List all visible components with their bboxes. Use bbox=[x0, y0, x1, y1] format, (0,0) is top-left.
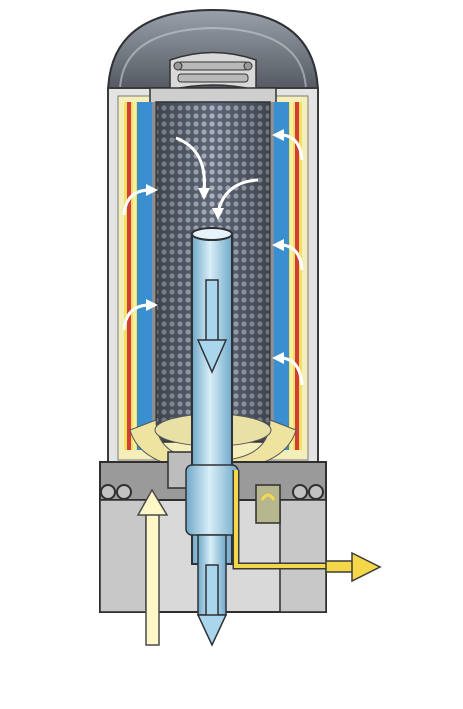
clean-outlet-arrow bbox=[196, 279, 228, 647]
inner-flow-arrows bbox=[175, 136, 259, 213]
right-arrow-head-3 bbox=[272, 352, 284, 364]
side-drain-arrow bbox=[351, 551, 382, 583]
inlet-arrow bbox=[136, 488, 169, 646]
arrow-head-2 bbox=[212, 208, 224, 220]
top-bracket bbox=[149, 51, 277, 107]
filter-element-right bbox=[270, 102, 302, 450]
left-arrow-head-2 bbox=[146, 299, 158, 311]
left-arrow-head-1 bbox=[146, 184, 158, 196]
arrow-head-1 bbox=[198, 188, 210, 200]
right-arrow-head-2 bbox=[272, 239, 284, 251]
filter-element-left bbox=[124, 102, 156, 450]
drain-line bbox=[232, 470, 382, 583]
right-arrow-head-1 bbox=[272, 129, 284, 141]
